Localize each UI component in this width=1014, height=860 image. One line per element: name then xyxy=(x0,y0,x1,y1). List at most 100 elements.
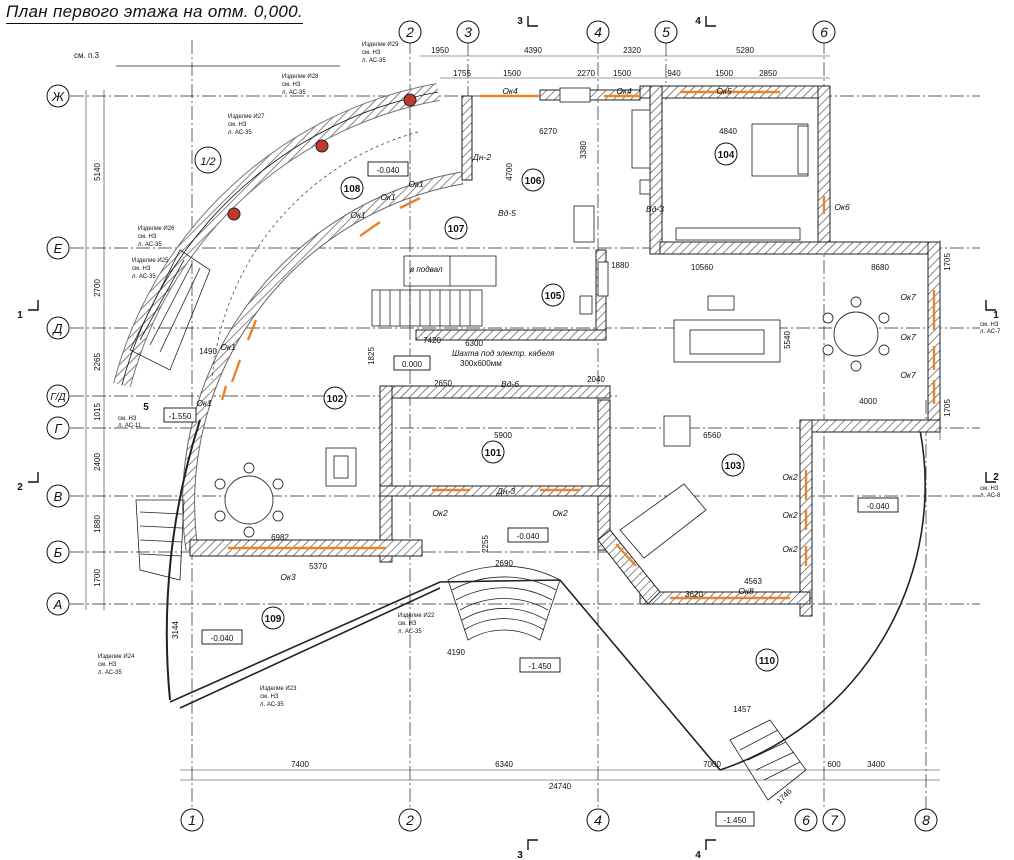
note-see-p3: см. п.3 xyxy=(74,51,100,60)
axis-label-6-bottom: 6 xyxy=(802,812,810,828)
section-mark-1-left: 1 xyxy=(17,310,23,321)
curved-walls xyxy=(113,83,926,771)
dim-misc: 1457 xyxy=(733,705,751,714)
dim-top: 1950 xyxy=(431,46,449,55)
plan-title: План первого этажа на отм. 0,000. xyxy=(6,2,303,24)
note-basement: в подвал xyxy=(410,265,443,274)
dim-misc: 3620 xyxy=(685,590,703,599)
product-sheet: л. АС-35 xyxy=(138,242,162,248)
note-shaft: Шахта под электр. кабеля xyxy=(452,349,555,358)
product-sheet: л. АС-35 xyxy=(228,130,252,136)
window-label: Ок2 xyxy=(782,544,798,554)
dim-top: 1500 xyxy=(613,69,631,78)
section-mark-4-top: 4 xyxy=(695,16,701,27)
section-sheet: л. АС-7 xyxy=(980,329,1001,335)
dim-top: 5280 xyxy=(736,46,754,55)
dim-misc: 1705 xyxy=(943,253,952,271)
room-103: 103 xyxy=(725,461,742,472)
product-callout: Изделие И23 xyxy=(260,686,297,692)
section-mark-1-right: 1 xyxy=(993,310,999,321)
dim-bottom: 7000 xyxy=(703,760,721,769)
door-label: Вд-5 xyxy=(498,208,516,218)
furniture xyxy=(214,87,890,559)
dim-misc: 1490 xyxy=(199,347,217,356)
product-callout: Изделие И22 xyxy=(398,613,435,619)
dim-bottom-total: 24740 xyxy=(549,782,572,791)
dim-misc: 2650 xyxy=(434,379,452,388)
axis-label-4-bottom: 4 xyxy=(594,812,602,828)
product-callout: Изделие И27 xyxy=(228,114,265,120)
window-label: Ок1 xyxy=(408,179,424,189)
walls xyxy=(189,85,941,617)
section-mark-3-top: 3 xyxy=(517,16,523,27)
dim-top: 940 xyxy=(667,69,681,78)
level-terrace: -1.450 xyxy=(724,816,747,825)
product-ref: см. НЗ xyxy=(282,82,301,88)
section-ref: см. НЗ xyxy=(980,322,999,328)
axis-label-zh: Ж xyxy=(51,89,65,104)
room-104: 104 xyxy=(718,150,735,161)
axis-label-3-top: 3 xyxy=(464,24,472,40)
dim-misc: 2040 xyxy=(587,375,605,384)
product-ref: см. НЗ xyxy=(132,266,151,272)
level-109: -0.040 xyxy=(211,634,234,643)
axis-label-g: Г xyxy=(54,421,62,436)
level-103: -0.040 xyxy=(867,502,890,511)
window-label: Ок2 xyxy=(552,508,568,518)
dim-left: 5140 xyxy=(93,163,102,181)
dim-top: 4390 xyxy=(524,46,542,55)
axis-label-1-2: 1/2 xyxy=(200,156,215,168)
dim-top: 1755 xyxy=(453,69,471,78)
window-label: Ок5 xyxy=(716,86,732,96)
section-mark-4-bottom: 4 xyxy=(695,850,701,860)
axis-label-5-top: 5 xyxy=(662,24,670,40)
dim-room: 6270 xyxy=(539,127,557,136)
axis-label-d: Д xyxy=(51,321,62,336)
window-label: Ок7 xyxy=(900,292,916,302)
dim-misc: 1746 xyxy=(775,786,794,805)
product-sheet: л. АС-35 xyxy=(132,274,156,280)
dim-misc: 6982 xyxy=(271,533,289,542)
note-shaft-size: 300х600мм xyxy=(460,359,502,368)
dim-room: 4700 xyxy=(505,163,514,181)
dim-room: 3380 xyxy=(579,141,588,159)
axis-label-g-d: Г/Д xyxy=(50,392,65,403)
dim-bottom: 7400 xyxy=(291,760,309,769)
dim-bottom: 600 xyxy=(827,760,841,769)
door-label: Вд-6 xyxy=(501,379,519,389)
section-mark-2-right: 2 xyxy=(993,472,999,483)
window-label: Ок2 xyxy=(432,508,448,518)
product-callout: Изделие И26 xyxy=(138,226,175,232)
door-label: Дн-3 xyxy=(496,486,515,496)
grid-bubbles-top xyxy=(398,20,836,44)
product-sheet: л. АС-35 xyxy=(98,670,122,676)
dim-misc: 10560 xyxy=(691,263,714,272)
dim-top: 1500 xyxy=(715,69,733,78)
window-label: Ок4 xyxy=(502,86,518,96)
product-sheet: л. АС-35 xyxy=(282,90,306,96)
window-label: Ок1 xyxy=(220,342,236,352)
product-callout: Изделие И29 xyxy=(362,42,399,48)
dim-misc: 5900 xyxy=(494,431,512,440)
section-ref: см. НЗ xyxy=(980,486,999,492)
axis-label-6-top: 6 xyxy=(820,24,828,40)
door-label: Вд-3 xyxy=(646,204,664,214)
axis-label-7-bottom: 7 xyxy=(830,812,839,828)
axis-label-v: В xyxy=(54,489,63,504)
dim-misc: 8680 xyxy=(871,263,889,272)
dim-misc: 6300 xyxy=(465,339,483,348)
dim-misc: 2255 xyxy=(481,535,490,553)
level-101: -0.040 xyxy=(517,532,540,541)
columns-round xyxy=(227,93,417,221)
dim-left: 2265 xyxy=(93,353,102,371)
product-ref: см. НЗ xyxy=(260,694,279,700)
dim-misc: 7420 xyxy=(423,336,441,345)
room-108: 108 xyxy=(344,184,361,195)
product-ref: см. НЗ xyxy=(138,234,157,240)
dim-top: 2320 xyxy=(623,46,641,55)
section-mark-3-bottom: 3 xyxy=(517,850,523,860)
axis-label-2-bottom: 2 xyxy=(405,812,414,828)
product-ref: см. НЗ xyxy=(398,621,417,627)
window-label: Ок7 xyxy=(900,332,916,342)
axis-label-1-bottom: 1 xyxy=(188,812,196,828)
